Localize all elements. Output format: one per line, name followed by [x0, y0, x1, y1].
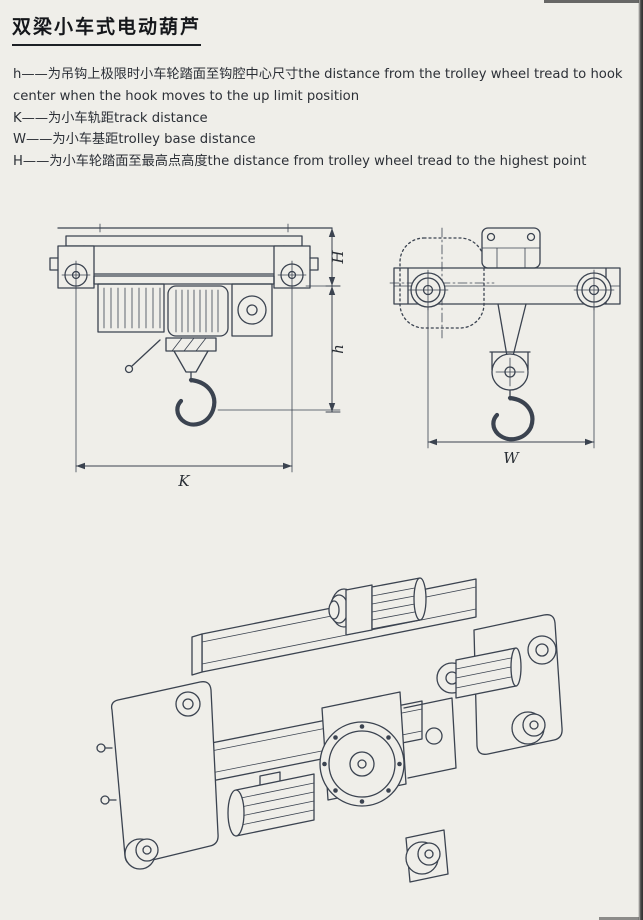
right-drive-motor [436, 647, 546, 745]
dimension-lines [75, 227, 341, 473]
dimension-K-label: K [177, 472, 190, 490]
drive-box [481, 227, 541, 269]
note-line-H: H——为小车轮踏面至最高点高度the distance from trolley… [13, 154, 587, 170]
note-line-K: K——为小车轨距track distance [13, 110, 208, 126]
left-end-plate [96, 681, 219, 870]
hoist-body [93, 275, 275, 337]
trolley-wheel-left [407, 269, 449, 311]
note-line-h-1: h——为吊钩上极限时小车轮踏面至钩腔中心尺寸the distance from … [13, 67, 623, 82]
scan-mark-top [544, 0, 639, 3]
end-view-drawing: W [389, 227, 621, 467]
hoist-gear-cover [319, 691, 457, 807]
hoist-motor [227, 771, 315, 837]
scan-edge [638, 0, 643, 920]
note-line-h-2: center when the hook moves to the up lim… [13, 88, 360, 104]
trolley-frame [65, 235, 303, 275]
note-line-W: W——为小车基距trolley base distance [13, 132, 256, 148]
trolley-wheel-right [573, 269, 615, 311]
trolley-wheel-left [49, 245, 95, 290]
page-title: 双梁小车式电动葫芦 [12, 12, 202, 46]
dimension-notes: h——为吊钩上极限时小车轮踏面至钩腔中心尺寸the distance from … [13, 64, 628, 173]
dimension-H-label: H [329, 250, 347, 265]
bottom-right-wheel [405, 829, 449, 883]
dimension-h-label: h [329, 344, 347, 354]
far-girder [191, 578, 477, 676]
hook-block [489, 303, 535, 442]
dimension-lines [427, 307, 595, 449]
hook-assembly [124, 337, 217, 427]
front-view-drawing: H h K [49, 223, 347, 490]
isometric-view-drawing [96, 577, 563, 883]
scan-mark-bottom [599, 917, 639, 920]
trolley-wheel-right [273, 245, 319, 290]
travel-motor [328, 577, 427, 636]
dimension-W-label: W [503, 449, 520, 467]
